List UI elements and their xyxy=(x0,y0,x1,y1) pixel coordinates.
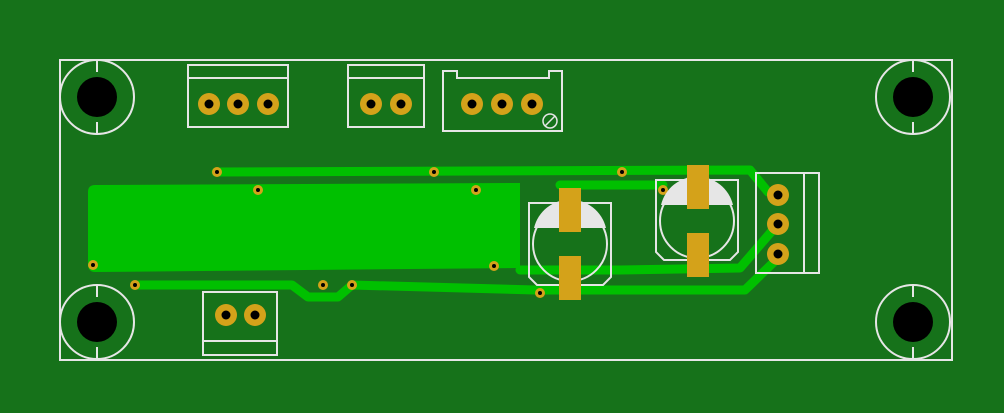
via xyxy=(617,167,627,177)
connector-2pin-terminal-bottom xyxy=(202,291,278,356)
via xyxy=(658,185,668,195)
mounting-hole-bottom-right xyxy=(875,284,951,360)
connector-2pin-terminal-top xyxy=(347,64,425,128)
mounting-hole-top-left xyxy=(59,59,135,135)
via xyxy=(489,261,499,271)
board-outline xyxy=(59,59,953,361)
via xyxy=(130,280,140,290)
capacitor-2 xyxy=(655,165,739,277)
via xyxy=(471,185,481,195)
via xyxy=(212,167,222,177)
trace-top xyxy=(211,165,773,197)
connector-3pin-terminal-top-left xyxy=(187,64,289,128)
via xyxy=(347,280,357,290)
trimmer-icon xyxy=(542,113,558,129)
vias xyxy=(88,167,668,298)
copper-pour xyxy=(88,183,520,272)
via xyxy=(88,260,98,270)
via xyxy=(318,280,328,290)
trace-middle xyxy=(515,219,783,275)
mounting-hole-top-right xyxy=(875,59,951,135)
via xyxy=(253,185,263,195)
mounting-hole-bottom-left xyxy=(59,284,135,360)
connector-3pin-terminal-right xyxy=(755,172,820,274)
trace-bottom xyxy=(130,253,783,302)
connector-3pin-header-with-trimmer xyxy=(442,70,563,132)
via xyxy=(429,167,439,177)
capacitor-1 xyxy=(528,188,612,300)
via xyxy=(535,288,545,298)
